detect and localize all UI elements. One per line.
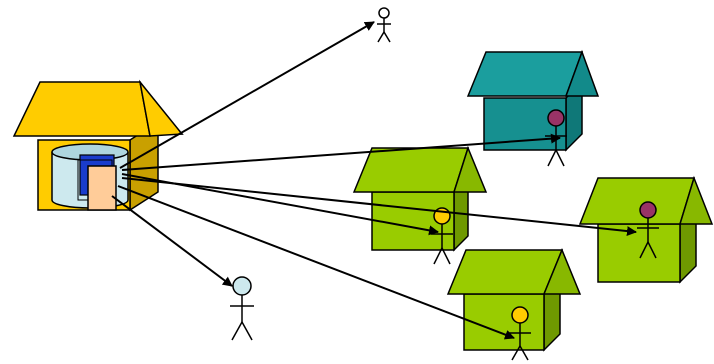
- connection-arrows: [111, 21, 637, 340]
- person-head: [378, 7, 390, 19]
- document-icon: [87, 165, 117, 211]
- teal-house-roof-side: [564, 49, 600, 97]
- remote-user-top: [377, 7, 391, 43]
- green-house-center-roof-front: [352, 147, 470, 193]
- arrow-to-green-house-bottom: [117, 185, 515, 340]
- server-roof-right: [139, 81, 184, 137]
- arrow-to-green-house-right: [121, 177, 637, 237]
- green-house-center: [352, 145, 488, 252]
- person-head: [232, 276, 252, 296]
- arrow-to-teal-house: [121, 133, 561, 171]
- person-head: [639, 201, 657, 219]
- green-house-right: [578, 175, 714, 284]
- green-house-right-roof-side: [678, 175, 714, 225]
- green-house-right-front: [597, 223, 681, 283]
- teal-house-roof-front: [466, 51, 584, 97]
- green-house-bottom: [446, 248, 582, 352]
- server-roof-front: [12, 81, 151, 137]
- green-house-bottom-front: [463, 293, 545, 351]
- person-head: [511, 306, 529, 324]
- green-house-bottom-roof-front: [446, 249, 564, 295]
- green-house-bottom-person: [509, 306, 531, 361]
- green-house-right-person: [637, 201, 659, 259]
- arrow-to-remote-user-bottom: [111, 195, 233, 287]
- person-head: [547, 109, 565, 127]
- green-house-bottom-roof-side: [542, 248, 582, 295]
- remote-user-bottom: [230, 276, 254, 341]
- teal-house: [466, 49, 600, 152]
- green-house-center-roof-side: [452, 145, 488, 193]
- arrow-to-remote-user-top: [119, 21, 375, 169]
- green-house-right-roof-front: [578, 177, 696, 225]
